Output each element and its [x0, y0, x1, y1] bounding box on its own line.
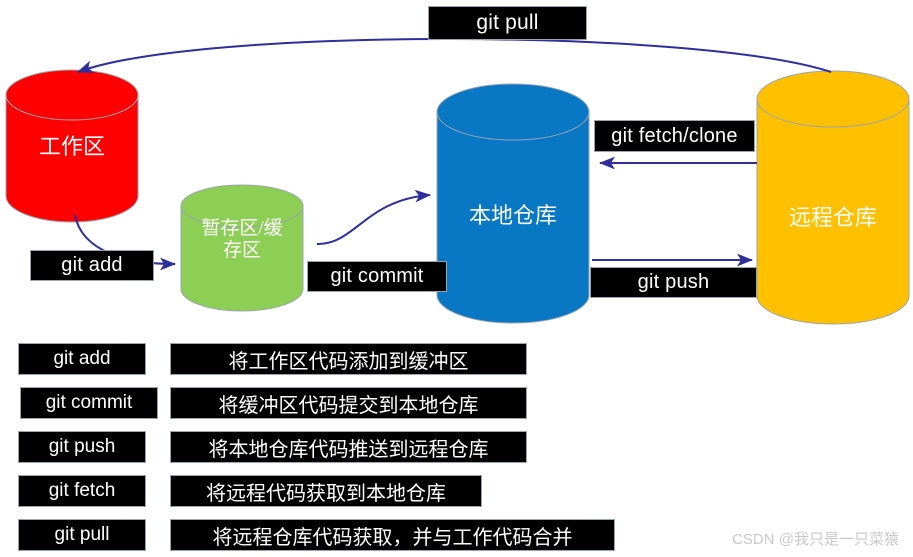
node-label-remote-repo: 远程仓库	[788, 205, 877, 230]
legend-command-git-add[interactable]: git add	[18, 343, 146, 375]
arrow-git-commit	[316, 189, 431, 246]
cylinder-remote-repo	[756, 70, 910, 325]
cylinder-working-area	[5, 69, 139, 223]
legend-table: git add 将工作区代码添加到缓冲区 git commit 将缓冲区代码提交…	[0, 335, 913, 557]
legend-description-git-add: 将工作区代码添加到缓冲区	[170, 343, 527, 375]
legend-row: git commit 将缓冲区代码提交到本地仓库	[0, 387, 913, 421]
arrow-git-pull	[77, 38, 832, 73]
legend-description-git-push: 将本地仓库代码推送到远程仓库	[170, 431, 527, 463]
legend-description-git-pull: 将远程仓库代码获取，并与工作代码合并	[170, 519, 615, 551]
legend-description-git-commit: 将缓冲区代码提交到本地仓库	[170, 387, 527, 419]
node-label-working-area: 工作区	[38, 134, 105, 159]
cylinder-staging-area	[180, 184, 304, 312]
legend-command-git-fetch[interactable]: git fetch	[18, 475, 146, 507]
tag-git-add[interactable]: git add	[30, 250, 154, 281]
legend-command-git-push[interactable]: git push	[18, 431, 146, 463]
legend-row: git add 将工作区代码添加到缓冲区	[0, 343, 913, 377]
node-label-staging-area: 暂存区/缓 存区	[201, 218, 283, 261]
legend-row: git fetch 将远程代码获取到本地仓库	[0, 475, 913, 509]
legend-description-git-fetch: 将远程代码获取到本地仓库	[170, 475, 482, 507]
legend-row: git push 将本地仓库代码推送到远程仓库	[0, 431, 913, 465]
legend-row: git pull 将远程仓库代码获取，并与工作代码合并	[0, 519, 913, 553]
node-label-local-repo: 本地仓库	[468, 203, 557, 228]
legend-command-git-commit[interactable]: git commit	[20, 387, 158, 419]
tag-git-commit[interactable]: git commit	[307, 261, 447, 292]
tag-git-push[interactable]: git push	[590, 267, 757, 298]
legend-command-git-pull[interactable]: git pull	[18, 519, 146, 551]
cylinder-local-repo	[436, 83, 590, 324]
tag-git-fetch-clone[interactable]: git fetch/clone	[594, 120, 755, 152]
tag-git-pull[interactable]: git pull	[428, 6, 587, 40]
